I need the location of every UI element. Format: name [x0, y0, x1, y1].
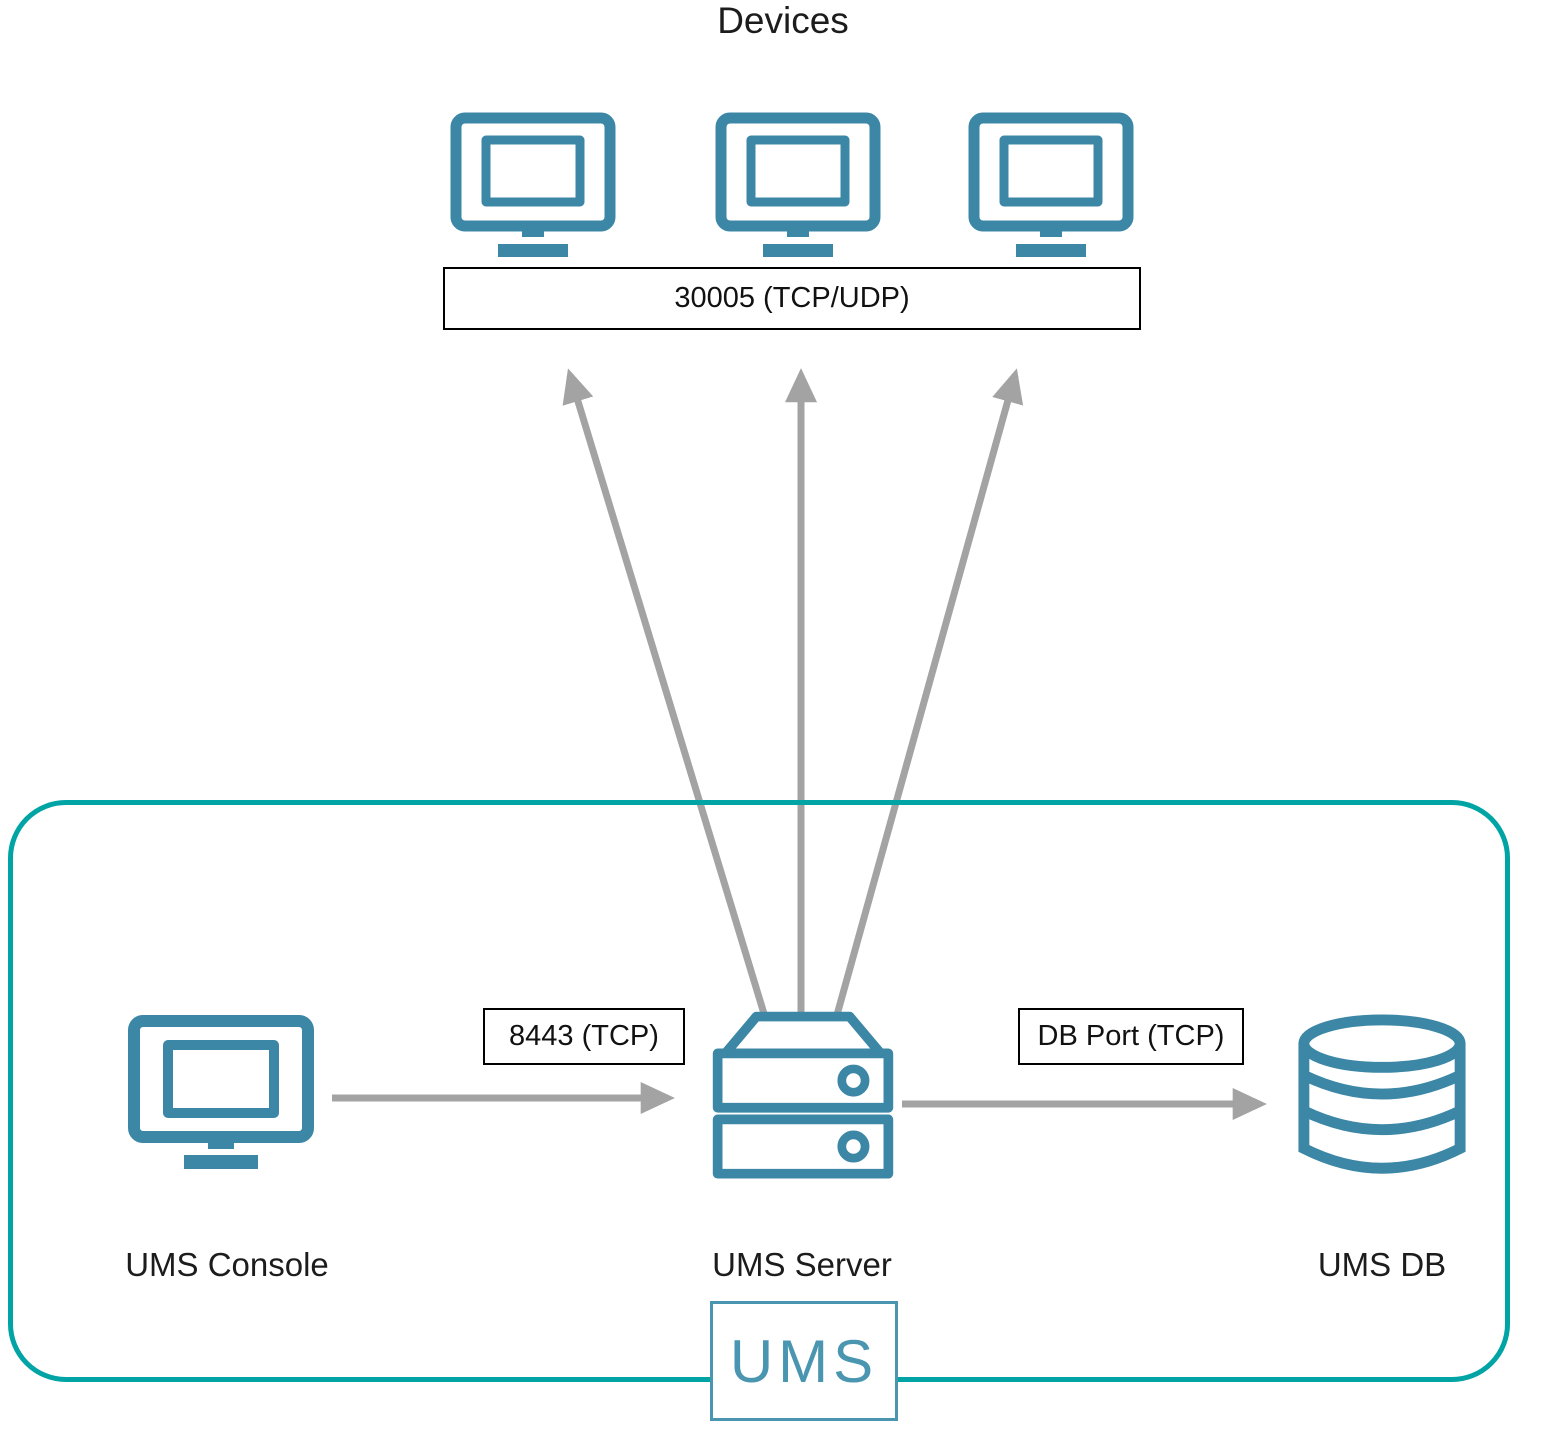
device-monitor-icon	[968, 112, 1134, 257]
arrow-server-to-device-3	[826, 368, 1024, 1041]
console-server-port-box: 8443 (TCP)	[483, 1008, 685, 1065]
ums-console-icon	[128, 1015, 314, 1169]
devices-port-label: 30005 (TCP/UDP)	[674, 282, 910, 314]
ums-server-icon	[712, 1011, 894, 1179]
ums-server-label: UMS Server	[712, 1246, 892, 1283]
ums-logo-text: UMS	[729, 1327, 879, 1395]
ums-db-icon	[1298, 1014, 1466, 1174]
devices-port-box: 30005 (TCP/UDP)	[443, 267, 1141, 330]
ums-db-label: UMS DB	[1317, 1246, 1447, 1283]
server-db-port-box: DB Port (TCP)	[1018, 1008, 1244, 1065]
ums-console-label: UMS Console	[125, 1246, 329, 1283]
device-monitor-icon	[715, 112, 881, 257]
device-monitor-icon	[450, 112, 616, 257]
devices-group-title: Devices	[717, 0, 849, 41]
console-server-port-label: 8443 (TCP)	[509, 1020, 659, 1052]
ums-logo-badge: UMS	[710, 1301, 898, 1421]
arrow-server-to-device-1	[562, 368, 776, 1042]
server-db-port-label: DB Port (TCP)	[1037, 1020, 1225, 1052]
